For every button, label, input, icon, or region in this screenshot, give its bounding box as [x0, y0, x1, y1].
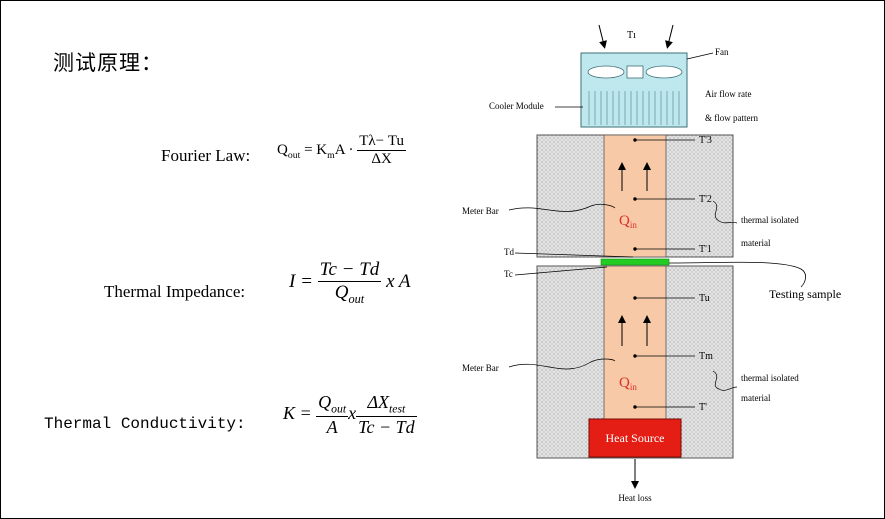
td-leader — [514, 252, 634, 258]
fan-icon — [587, 65, 683, 79]
conductivity-num1-q: Q — [318, 392, 332, 412]
heat-source-block — [588, 418, 682, 458]
fourier-a: A · — [334, 142, 354, 159]
thermal-iso-bottom-leader — [712, 370, 738, 391]
thermal-iso-top-leader — [712, 200, 738, 224]
conductivity-fraction-1: Qout A — [316, 392, 349, 438]
cooler-module-label: Cooler Module — [489, 101, 544, 111]
sensor-t1: T'1 — [699, 244, 712, 255]
conductivity-x: x — [348, 403, 357, 423]
impedance-fraction: Tc − Td Qout — [317, 259, 382, 306]
conductivity-lhs: K = — [283, 403, 312, 423]
fourier-k: = K — [304, 142, 328, 159]
thermal-conductivity-label: Thermal Conductivity: — [44, 415, 246, 433]
fourier-k-sub: m — [327, 150, 335, 162]
td-label: Td — [504, 247, 514, 257]
t-top-label: Tı — [627, 30, 636, 41]
impedance-tail: x A — [386, 270, 411, 292]
thermal-impedance-label: Thermal Impedance: — [104, 282, 246, 301]
sensor-tu: Tu — [699, 293, 710, 304]
thermal-iso-bottom-line2: material — [741, 393, 771, 403]
testing-sample-label: Testing sample — [769, 287, 841, 301]
fourier-fraction: Tλ− Tu ΔX — [357, 133, 406, 169]
testing-sample-layer — [600, 258, 670, 266]
conductivity-fraction-2: ΔXtest Tc − Td — [356, 392, 417, 438]
fourier-denominator: ΔX — [371, 151, 392, 168]
sensor-t2: T'2 — [699, 194, 712, 205]
meter-bar-top-leader — [508, 203, 616, 212]
lower-sensor-leaders — [633, 296, 695, 409]
conductivity-num1-sub: out — [331, 402, 347, 416]
tc-label: Tc — [504, 269, 513, 279]
meter-bar-bottom-label: Meter Bar — [462, 363, 499, 373]
cooler-module — [580, 52, 688, 128]
conductivity-num2-main: ΔX — [367, 392, 390, 412]
thermal-iso-bottom-line1: thermal isolated — [741, 373, 799, 383]
cooler-fins — [588, 91, 680, 125]
lower-meter-bar — [603, 265, 667, 420]
thermal-iso-top-line2: material — [741, 238, 771, 248]
meter-bar-top-label: Meter Bar — [462, 206, 499, 216]
testing-sample-leader — [668, 261, 806, 288]
impedance-lhs: I = — [289, 270, 313, 292]
impedance-numerator: Tc − Td — [317, 259, 382, 282]
conductivity-den2: Tc − Td — [358, 417, 415, 438]
tc-leader — [514, 266, 608, 276]
fourier-q: Q — [277, 142, 288, 159]
thermal-conductivity-formula: K = Qout A x ΔXtest Tc − Td — [283, 392, 417, 438]
fan-label: Fan — [715, 47, 729, 57]
airflow-arrow-left — [598, 24, 607, 49]
sensor-tm: Tm — [699, 351, 713, 362]
conductivity-num1: Qout — [316, 392, 349, 418]
page-title: 测试原理： — [53, 51, 163, 75]
lower-flow-arrows — [618, 315, 651, 346]
fourier-q-sub: out — [287, 150, 301, 162]
fan-leader — [686, 52, 714, 60]
flow-pattern-label: & flow pattern — [705, 113, 758, 123]
conductivity-den1: A — [326, 417, 338, 438]
heat-loss-label: Heat loss — [618, 493, 652, 503]
sensor-tl: T' — [699, 402, 707, 413]
conductivity-num2-sub: test — [389, 402, 406, 416]
fourier-law-label: Fourier Law: — [161, 146, 251, 165]
impedance-den-sub: out — [348, 291, 365, 306]
upper-meter-bar — [603, 134, 667, 258]
heat-source-label: Heat Source — [606, 431, 665, 445]
upper-flow-arrows — [618, 162, 651, 191]
q-in-upper: Qin — [619, 213, 637, 230]
upper-sensor-leaders — [633, 138, 695, 251]
air-flow-rate-label: Air flow rate — [705, 89, 751, 99]
impedance-den-q: Q — [334, 281, 349, 303]
sensor-t3: T'3 — [699, 135, 712, 146]
fourier-numerator: Tλ− Tu — [357, 133, 406, 152]
thermal-impedance-formula: I = Tc − Td Qout x A — [289, 259, 411, 306]
thermal-iso-top-line1: thermal isolated — [741, 215, 799, 225]
q-in-lower: Qin — [619, 375, 637, 392]
airflow-arrow-right — [665, 24, 674, 49]
conductivity-num2: ΔXtest — [356, 392, 417, 418]
impedance-denominator: Qout — [318, 282, 382, 306]
fourier-law-formula: Qout = KmA · Tλ− Tu ΔX — [277, 133, 406, 169]
meter-bar-bottom-leader — [508, 358, 616, 370]
